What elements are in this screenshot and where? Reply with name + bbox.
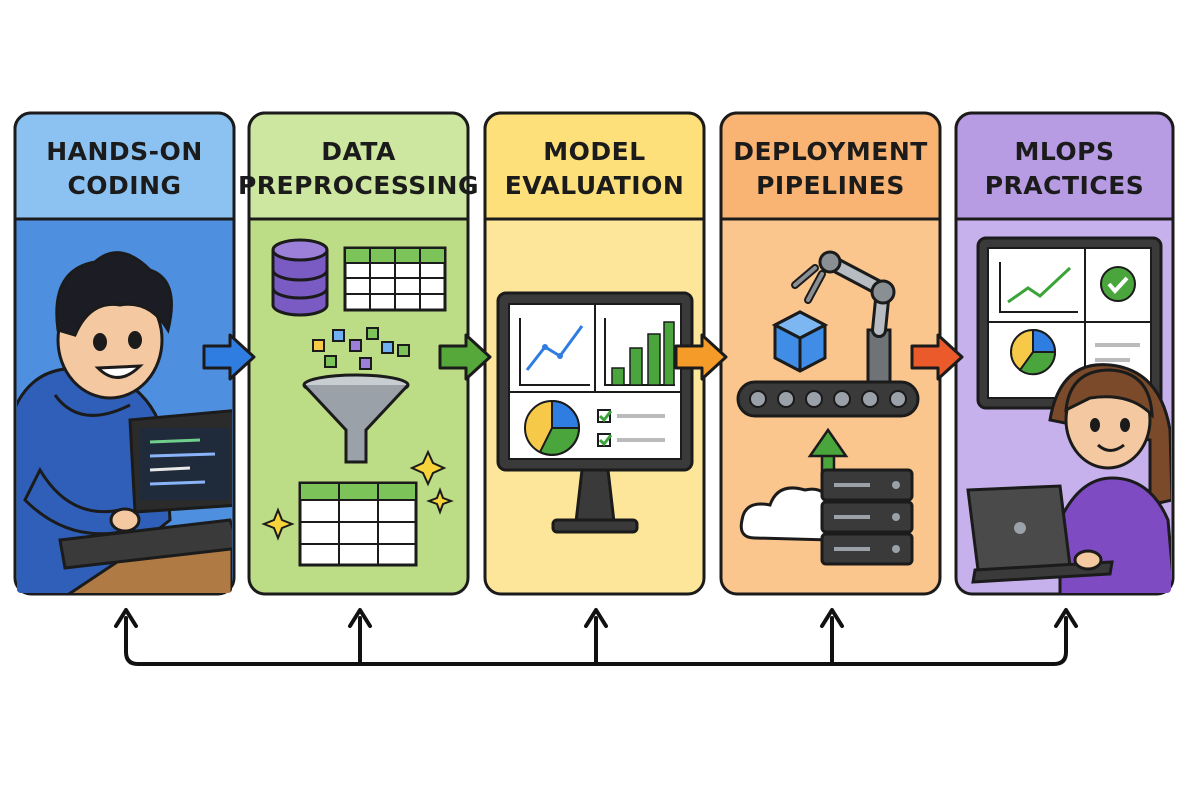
sparkle-icon bbox=[261, 507, 295, 541]
panel-header bbox=[719, 111, 942, 221]
panel-title-line2: CODING bbox=[67, 171, 181, 200]
panel-data-preprocessing: DATA PREPROCESSING bbox=[238, 111, 479, 596]
panel-title-line2: EVALUATION bbox=[505, 171, 685, 200]
mlops-illustration bbox=[966, 236, 1171, 593]
panel-title-line2: PRACTICES bbox=[985, 171, 1145, 200]
panel-title-line1: DEPLOYMENT bbox=[733, 137, 928, 166]
spreadsheet-icon bbox=[343, 246, 447, 312]
panel-title-line2: PIPELINES bbox=[756, 171, 905, 200]
robot-arm-icon bbox=[791, 250, 896, 384]
database-icon bbox=[271, 238, 329, 317]
package-cube-icon bbox=[771, 310, 829, 373]
up-arrowhead-icon bbox=[584, 608, 608, 628]
panel-header bbox=[247, 111, 470, 221]
panel-title-line1: MODEL bbox=[543, 137, 645, 166]
panel-title-line1: DATA bbox=[321, 137, 396, 166]
panel-model-evaluation: MODEL EVALUATION bbox=[483, 111, 706, 596]
panel-hands-on-coding: HANDS-ON CODING bbox=[13, 111, 236, 596]
coder-illustration bbox=[17, 251, 232, 593]
up-arrowhead-icon bbox=[348, 608, 372, 628]
flow-arrow-2 bbox=[438, 333, 492, 381]
panel-header bbox=[13, 111, 236, 221]
clean-table-icon bbox=[298, 481, 418, 567]
panel-header bbox=[954, 111, 1175, 221]
flow-arrow-1 bbox=[202, 333, 256, 381]
panel-title-line2: PREPROCESSING bbox=[238, 171, 479, 200]
feedback-loop bbox=[114, 608, 1078, 666]
check-icon bbox=[1100, 266, 1136, 302]
up-arrowhead-icon bbox=[820, 608, 844, 628]
panel-header bbox=[483, 111, 706, 221]
sparkle-icon bbox=[409, 449, 447, 487]
panel-deployment-pipelines: DEPLOYMENT PIPELINES bbox=[719, 111, 942, 596]
monitor-icon bbox=[496, 291, 694, 534]
conveyor-belt-icon bbox=[736, 380, 920, 418]
up-arrowhead-icon bbox=[114, 608, 138, 628]
panel-mlops-practices: MLOPS PRACTICES bbox=[954, 111, 1175, 596]
flow-arrow-4 bbox=[910, 333, 964, 381]
up-arrowhead-icon bbox=[1054, 608, 1078, 628]
funnel-icon bbox=[302, 373, 410, 464]
panel-title-line1: MLOPS bbox=[1015, 137, 1115, 166]
sparkle-icon bbox=[426, 487, 454, 515]
panel-title-line1: HANDS-ON bbox=[46, 137, 203, 166]
server-icon bbox=[820, 468, 914, 566]
flow-arrow-3 bbox=[674, 333, 728, 381]
